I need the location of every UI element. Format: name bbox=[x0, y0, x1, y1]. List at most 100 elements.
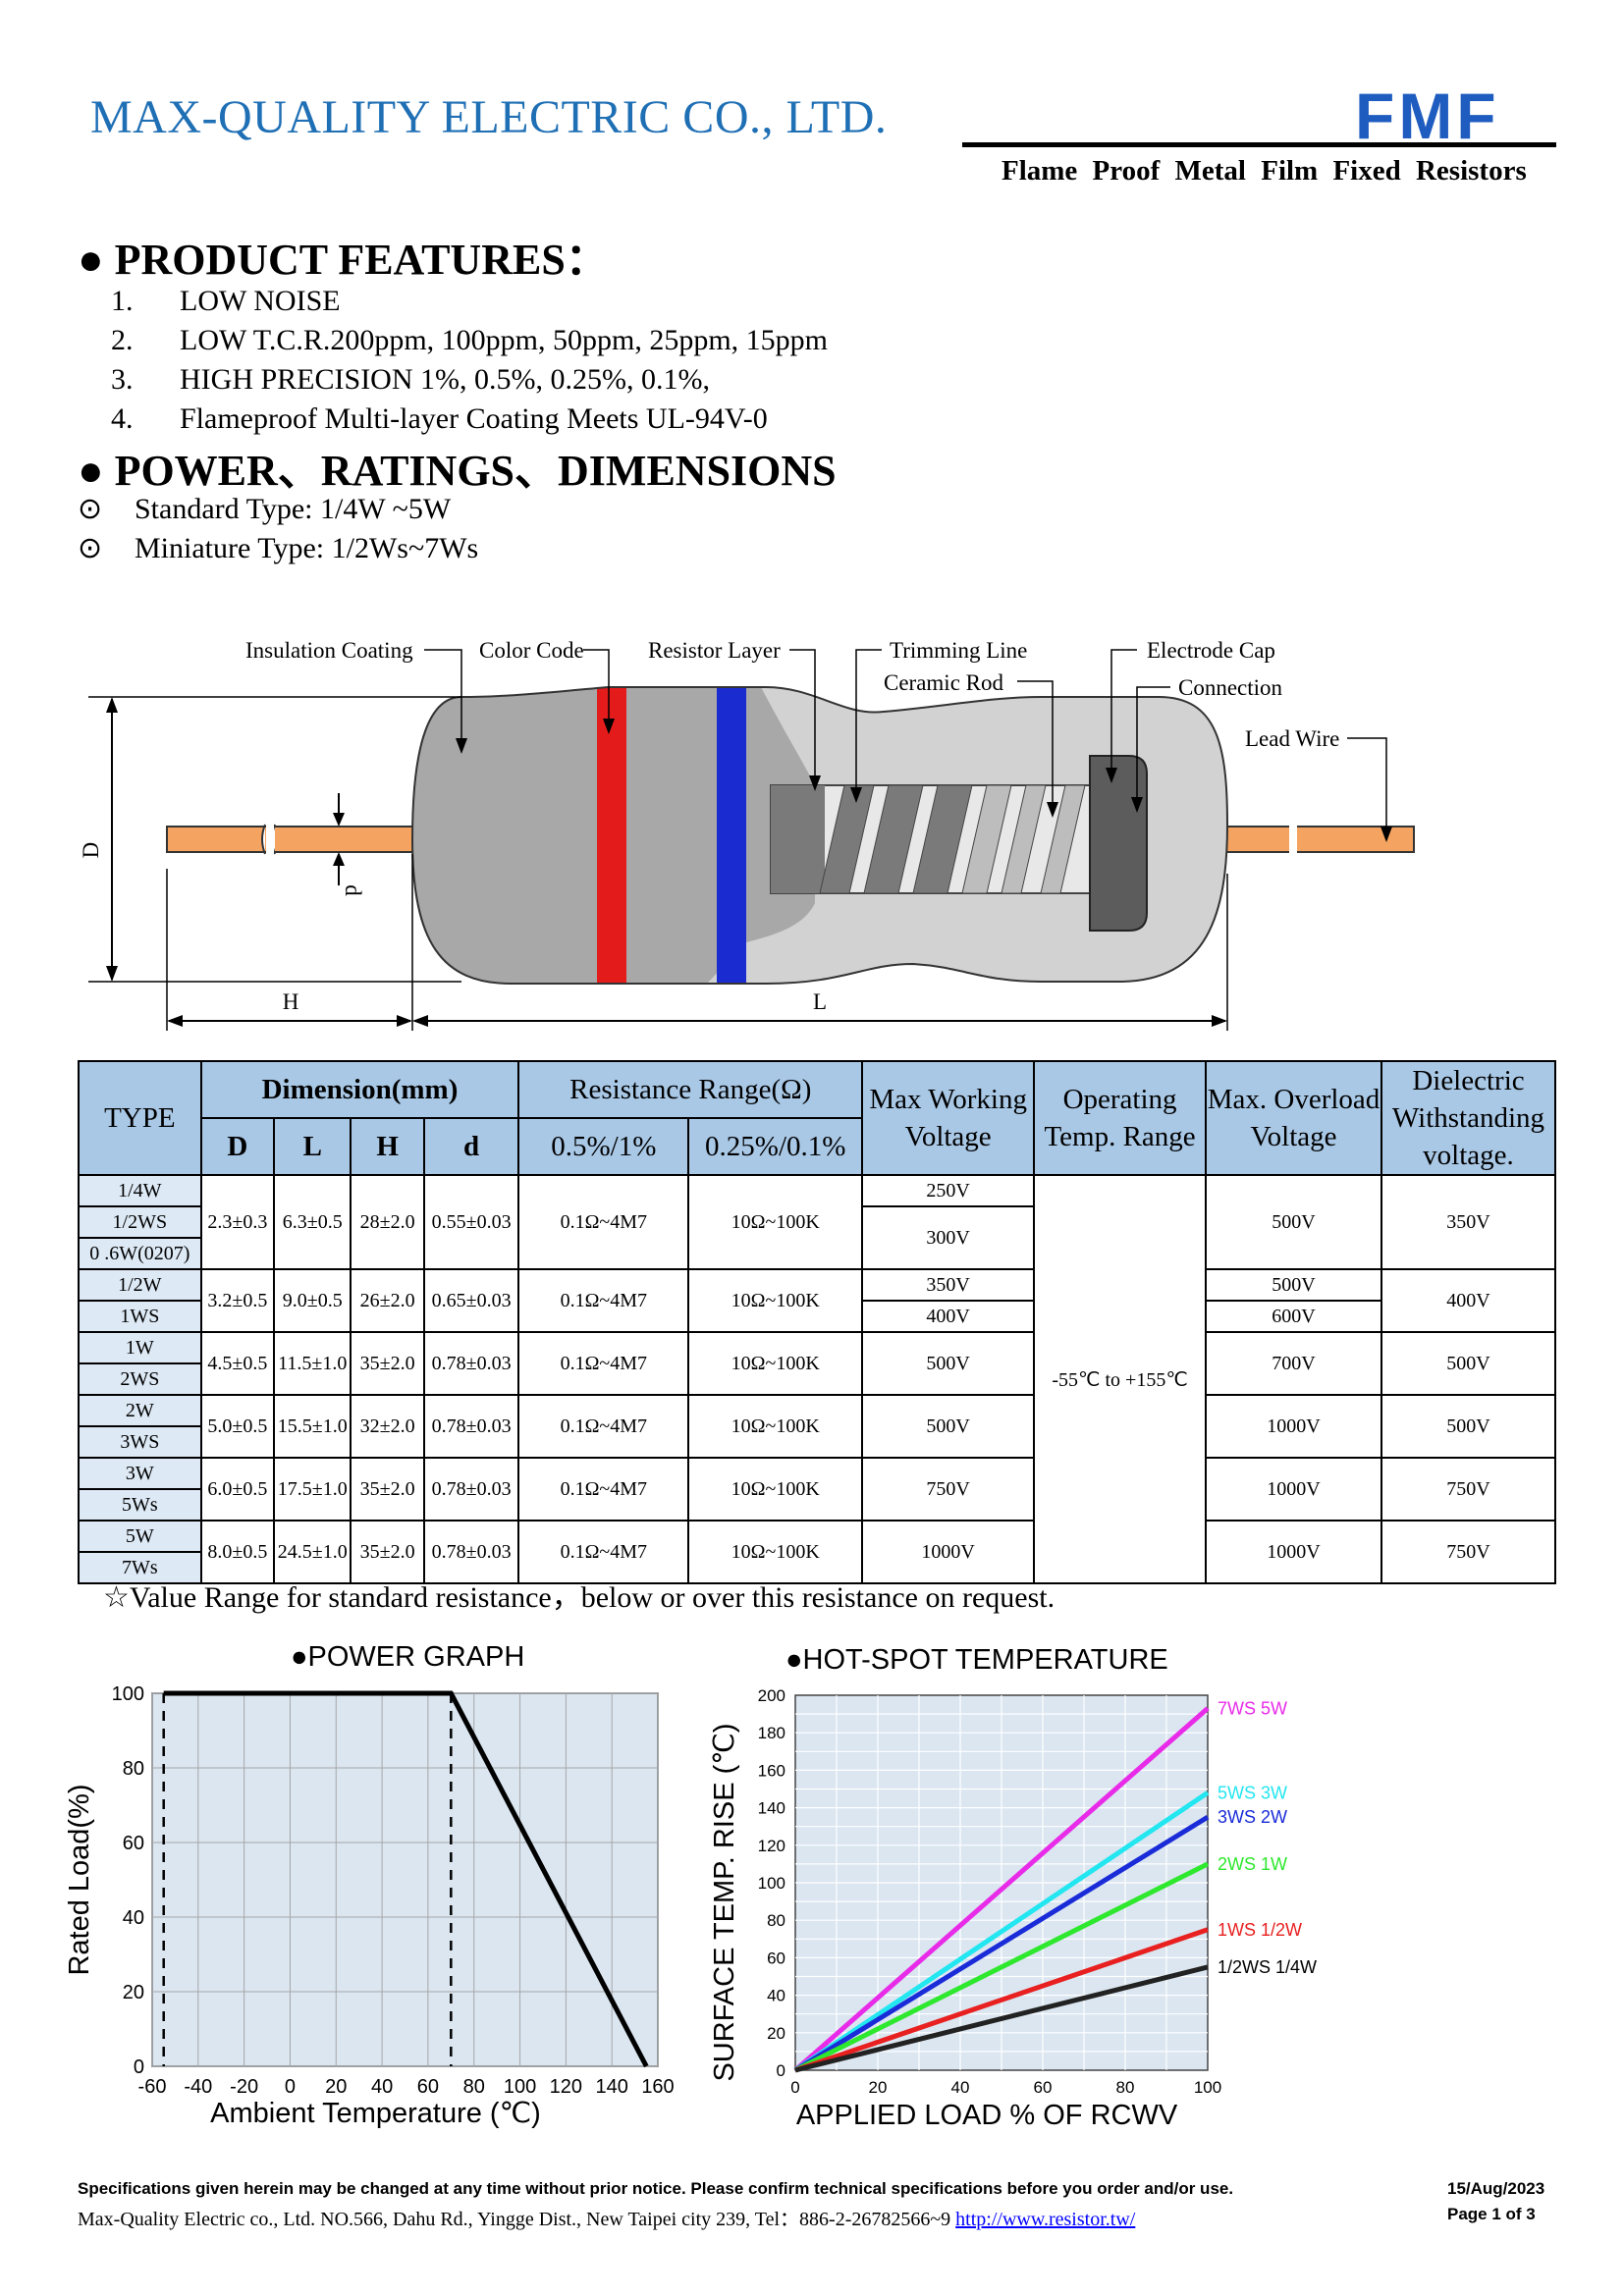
table-cell: 0.78±0.03 bbox=[422, 1520, 520, 1584]
brand-logo: FMF bbox=[1355, 80, 1500, 152]
x-tick-label: 0 bbox=[285, 2076, 296, 2098]
plot-area bbox=[151, 1692, 659, 2067]
label-resistor-layer: Resistor Layer bbox=[648, 638, 781, 663]
table-row: 1W 4.5±0.5 11.5±1.0 35±2.0 0.78±0.03 0.1… bbox=[78, 1331, 1557, 1396]
table-cell: 0.1Ω~4M7 bbox=[517, 1174, 690, 1270]
y-tick-label: 160 bbox=[758, 1761, 785, 1780]
dim-H-label: H bbox=[283, 989, 299, 1014]
series-label: 1/2WS 1/4W bbox=[1218, 1957, 1317, 1977]
x-tick-label: 60 bbox=[417, 2076, 439, 2098]
table-cell: 10Ω~100K bbox=[687, 1331, 864, 1396]
table-cell: 6.3±0.5 bbox=[273, 1174, 352, 1270]
col-r2: 0.25%/0.1% bbox=[687, 1117, 864, 1176]
table-cell: 500V bbox=[1205, 1174, 1382, 1270]
table-row: 7Ws bbox=[78, 1551, 1555, 1584]
table-cell: 7Ws bbox=[78, 1551, 202, 1584]
y-tick-label: 20 bbox=[123, 1982, 144, 2003]
table-cell: 0.1Ω~4M7 bbox=[517, 1331, 690, 1396]
col-L: L bbox=[273, 1117, 352, 1176]
table-row: 2W 5.0±0.5 15.5±1.0 32±2.0 0.78±0.03 0.1… bbox=[78, 1394, 1557, 1459]
list-item: 3.HIGH PRECISION 1%, 0.5%, 0.25%, 0.1%, bbox=[111, 363, 710, 396]
lead-wire-left bbox=[166, 826, 423, 853]
table-cell: 0.1Ω~4M7 bbox=[517, 1520, 690, 1584]
x-tick-label: -40 bbox=[184, 2076, 212, 2098]
power-heading: ● POWER、RATINGS、DIMENSIONS bbox=[78, 435, 837, 498]
table-cell: 5.0±0.5 bbox=[199, 1394, 276, 1459]
table-cell: 350V bbox=[1380, 1174, 1557, 1270]
table-cell: 750V bbox=[1380, 1520, 1557, 1584]
table-cell: 1WS bbox=[78, 1300, 202, 1333]
label-ceramic-rod: Ceramic Rod bbox=[884, 670, 1003, 695]
table-cell: 750V bbox=[861, 1457, 1036, 1522]
y-tick-label: 40 bbox=[767, 1987, 785, 2005]
electrode-cap bbox=[1089, 755, 1148, 932]
series-label: 1WS 1/2W bbox=[1218, 1920, 1302, 1940]
x-tick-label: 100 bbox=[504, 2076, 536, 2098]
table-row: 3W 6.0±0.5 17.5±1.0 35±2.0 0.78±0.03 0.1… bbox=[78, 1457, 1557, 1522]
table-cell: 10Ω~100K bbox=[687, 1457, 864, 1522]
footer-page: Page 1 of 3 bbox=[1447, 2205, 1536, 2223]
table-cell: 2W bbox=[78, 1394, 202, 1427]
x-tick-label: 0 bbox=[790, 2078, 799, 2097]
label-insulation-coating: Insulation Coating bbox=[245, 638, 413, 663]
bullet-icon: ● bbox=[78, 447, 104, 495]
dim-L-label: L bbox=[813, 989, 827, 1014]
table-cell: 500V bbox=[1380, 1394, 1557, 1459]
website-link[interactable]: http://www.resistor.tw/ bbox=[955, 2209, 1136, 2230]
table-row: 0 .6W(0207) bbox=[78, 1237, 1555, 1270]
label-lead-wire: Lead Wire bbox=[1245, 726, 1339, 751]
table-cell: 0.78±0.03 bbox=[422, 1331, 520, 1396]
table-row: 1/2W 3.2±0.5 9.0±0.5 26±2.0 0.65±0.03 0.… bbox=[78, 1268, 1557, 1333]
dim-d-label: d bbox=[341, 884, 365, 896]
list-item: ⊙Miniature Type: 1/2Ws~7Ws bbox=[78, 529, 478, 568]
series-label: 7WS 5W bbox=[1218, 1698, 1287, 1718]
features-heading: ● PRODUCT FEATURES： bbox=[78, 224, 609, 287]
table-cell: 750V bbox=[1380, 1457, 1557, 1522]
table-cell: 700V bbox=[1205, 1331, 1382, 1396]
color-band-blue bbox=[717, 687, 746, 984]
x-tick-label: -60 bbox=[138, 2076, 167, 2098]
table-cell: 1000V bbox=[1205, 1394, 1382, 1459]
star-icon: ☆ bbox=[103, 1581, 130, 1614]
series-label: 2WS 1W bbox=[1218, 1854, 1287, 1874]
table-cell: 0.1Ω~4M7 bbox=[517, 1268, 690, 1333]
table-cell: 1000V bbox=[861, 1520, 1036, 1584]
x-tick-label: 80 bbox=[463, 2076, 485, 2098]
table-cell: 0.1Ω~4M7 bbox=[517, 1457, 690, 1522]
col-resistance: Resistance Range(Ω) bbox=[517, 1060, 864, 1119]
y-tick-label: 0 bbox=[134, 2056, 144, 2078]
col-d: d bbox=[422, 1117, 520, 1176]
table-cell: 400V bbox=[1380, 1268, 1557, 1333]
table-cell: 8.0±0.5 bbox=[199, 1520, 276, 1584]
table-cell: 1/2WS bbox=[78, 1205, 202, 1239]
col-D: D bbox=[199, 1117, 276, 1176]
table-cell: 500V bbox=[1205, 1268, 1382, 1302]
color-band-red bbox=[597, 687, 626, 984]
x-tick-label: 100 bbox=[1194, 2078, 1221, 2097]
table-cell: 1/4W bbox=[78, 1174, 202, 1207]
spec-table: TYPE Dimension(mm) Resistance Range(Ω) M… bbox=[78, 1060, 1557, 1584]
x-tick-label: 40 bbox=[951, 2078, 970, 2097]
table-cell: 350V bbox=[861, 1268, 1036, 1302]
series-line bbox=[793, 1790, 1210, 2073]
footer-date: 15/Aug/2023 bbox=[1447, 2179, 1545, 2198]
table-cell: 28±2.0 bbox=[350, 1174, 425, 1270]
table-header-row: TYPE Dimension(mm) Resistance Range(Ω) M… bbox=[78, 1060, 1557, 1176]
col-overload: Max. Overload Voltage bbox=[1205, 1060, 1382, 1176]
table-cell: 3.2±0.5 bbox=[199, 1268, 276, 1333]
table-cell: 0 .6W(0207) bbox=[78, 1237, 202, 1270]
y-tick-label: 180 bbox=[758, 1724, 785, 1742]
table-cell: 17.5±1.0 bbox=[273, 1457, 352, 1522]
table-cell: 32±2.0 bbox=[350, 1394, 425, 1459]
y-tick-label: 0 bbox=[777, 2061, 785, 2080]
y-tick-label: 60 bbox=[123, 1833, 144, 1854]
table-cell: 0.78±0.03 bbox=[422, 1457, 520, 1522]
x-tick-label: 140 bbox=[595, 2076, 627, 2098]
label-trimming-line: Trimming Line bbox=[890, 638, 1027, 663]
hotspot-graph-title: ●HOT-SPOT TEMPERATURE bbox=[785, 1644, 1168, 1676]
bullet-icon: ● bbox=[78, 236, 104, 284]
series-line bbox=[793, 1815, 1210, 2073]
table-cell: 35±2.0 bbox=[350, 1457, 425, 1522]
